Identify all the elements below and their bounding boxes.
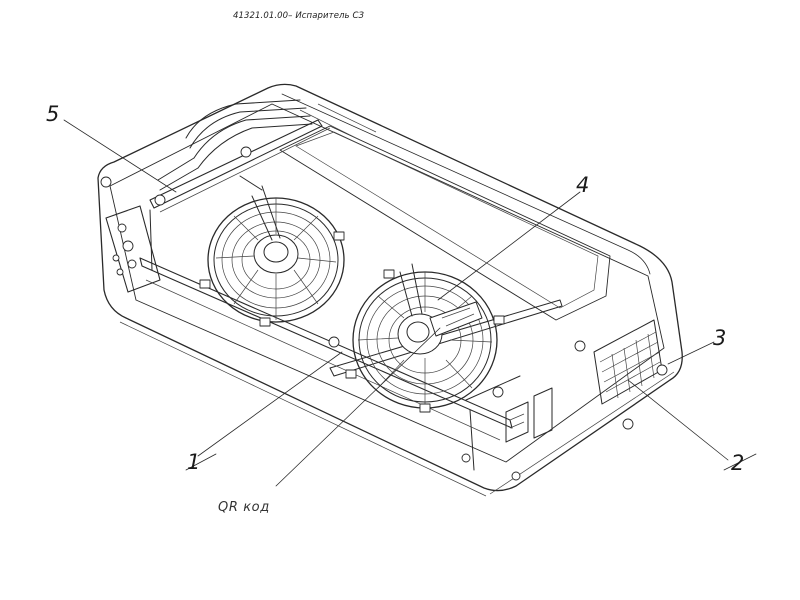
- housing-shell: [97, 83, 683, 497]
- bolts: [100, 176, 634, 481]
- callout-1: 1: [187, 450, 201, 474]
- leader-lines: [63, 119, 757, 487]
- callout-5: 5: [46, 102, 60, 126]
- side-grille: [505, 319, 668, 443]
- left-bracket: [105, 205, 161, 293]
- left-fan: [207, 175, 345, 323]
- callout-4: 4: [576, 173, 590, 197]
- qr-code-caption: QR код: [218, 500, 270, 515]
- frame-rails: [139, 119, 563, 471]
- callout-2: 2: [731, 451, 745, 475]
- top-panel: [279, 103, 611, 321]
- hose-bundle: [154, 99, 313, 206]
- document-title: 41321.01.00– Испаритель СЗ: [233, 11, 365, 21]
- callout-3: 3: [713, 326, 727, 350]
- right-fan: [352, 263, 498, 409]
- fan-clips: [199, 231, 505, 413]
